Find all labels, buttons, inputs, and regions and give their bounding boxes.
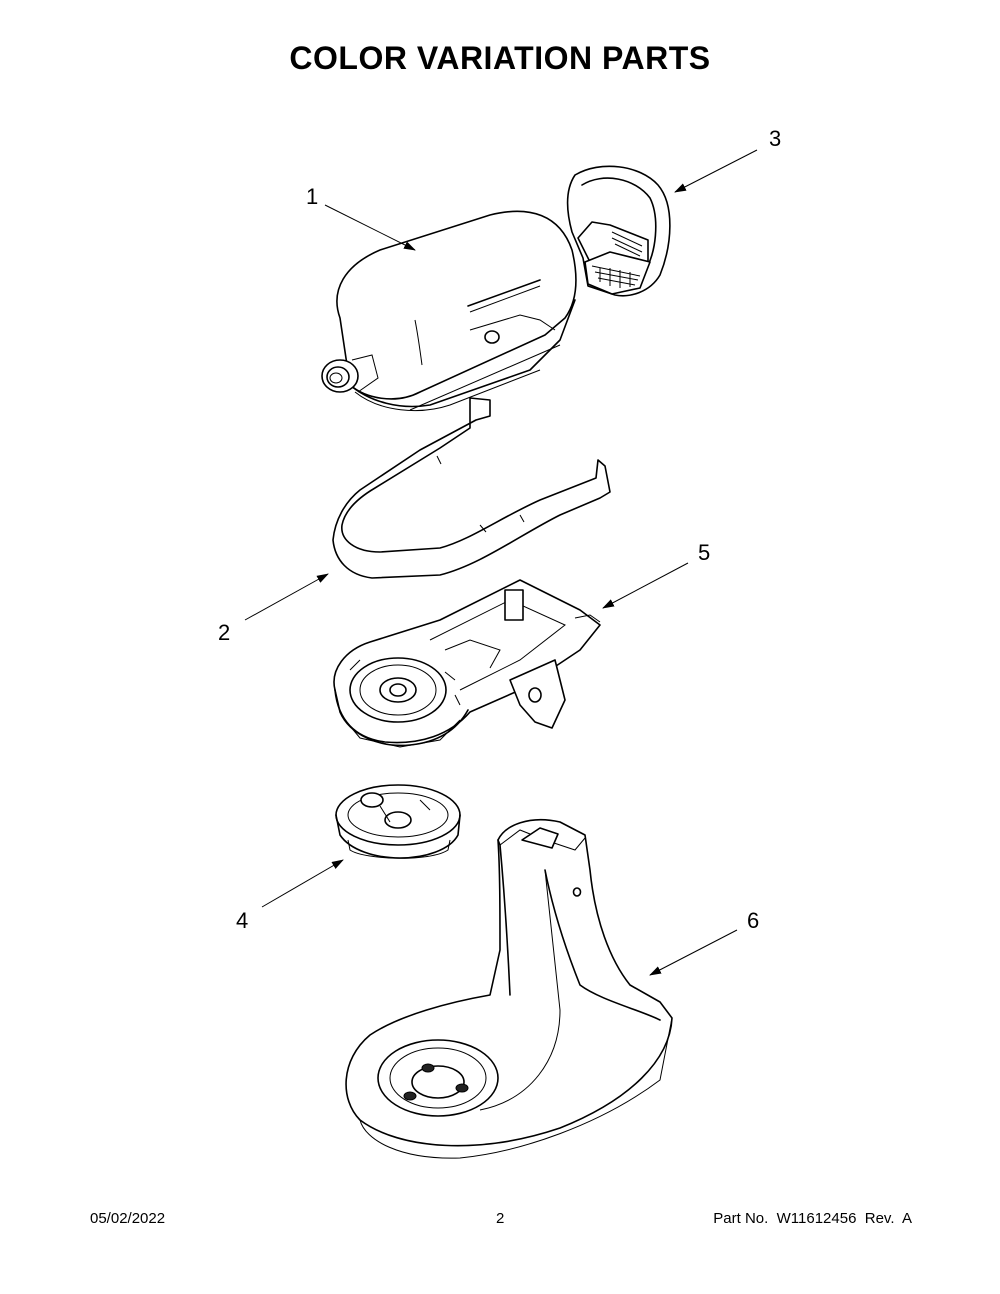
footer-page-number: 2 [496,1210,505,1227]
footer-date: 05/02/2022 [90,1210,166,1227]
page-title: COLOR VARIATION PARTS [289,40,711,76]
part-3-rear-cover [566,165,671,297]
leader-line-1 [324,204,416,251]
callout-3: 3 [769,126,782,151]
leader-line-2 [244,573,329,621]
leader-line-5 [602,562,689,609]
leader-line-4 [261,859,344,908]
leader-line-6 [649,929,738,976]
callout-5: 5 [698,540,711,565]
part-1-motor-housing [321,210,577,412]
callout-4: 4 [236,908,249,933]
leader-lines [244,149,758,976]
part-4-planetary [335,784,461,859]
callout-2: 2 [218,620,231,645]
leader-line-3 [674,149,758,193]
part-6-base [345,818,673,1159]
callout-1: 1 [306,184,319,209]
part-5-gear-housing [333,579,601,748]
callout-6: 6 [747,908,760,933]
part-2-trim-band [332,397,611,579]
footer-part-info: Part No. W11612456 Rev. A [713,1210,912,1227]
